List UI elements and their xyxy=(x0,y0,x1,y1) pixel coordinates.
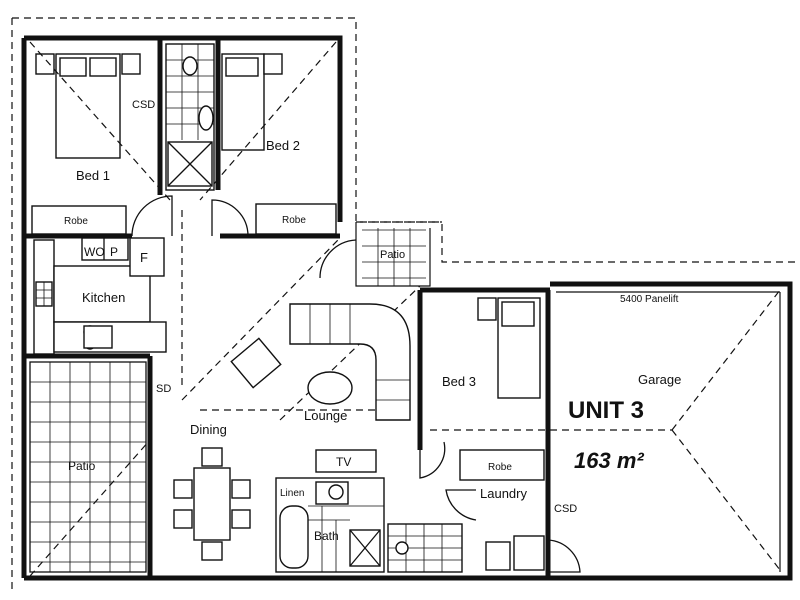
patio-small xyxy=(362,228,426,286)
door-laundry xyxy=(445,489,477,521)
label-bed1: Bed 1 xyxy=(76,168,110,183)
robe-bed2 xyxy=(255,203,337,235)
patio-tiles xyxy=(29,361,147,573)
bed-3 xyxy=(477,297,541,399)
bed-2 xyxy=(221,53,283,151)
label-bed2: Bed 2 xyxy=(266,138,300,153)
ceiling-line xyxy=(671,429,781,571)
label-kitchen: Kitchen xyxy=(82,290,125,305)
door-bed3 xyxy=(419,441,446,479)
wall-patio-small xyxy=(355,222,431,287)
label-linen: Linen xyxy=(280,488,304,499)
external-wall-bottom xyxy=(24,281,793,581)
label-bath: Bath xyxy=(314,529,339,543)
label-robe-bed2: Robe xyxy=(282,215,306,226)
lounge-sofa xyxy=(230,303,411,421)
label-panelift: 5400 Panelift xyxy=(620,294,679,305)
tv-cabinet xyxy=(315,449,377,473)
label-patio: Patio xyxy=(68,459,96,473)
external-wall xyxy=(24,35,343,222)
ceiling-line xyxy=(29,439,151,577)
label-sd: SD xyxy=(156,383,171,395)
label-patio-small: Patio xyxy=(380,249,405,261)
ceiling-line xyxy=(181,239,339,401)
door-bed1 xyxy=(131,195,173,237)
label-unit-area: 163 m² xyxy=(574,448,644,473)
label-bed3: Bed 3 xyxy=(442,374,476,389)
label-lounge: Lounge xyxy=(304,408,347,423)
ceiling-line xyxy=(199,41,337,201)
label-f: F xyxy=(140,250,148,265)
ensuite xyxy=(165,43,215,191)
label-robe-bed3: Robe xyxy=(488,462,512,473)
label-robe-bed1: Robe xyxy=(64,216,88,227)
robe-bed1 xyxy=(31,205,127,235)
dining-table xyxy=(173,447,251,561)
label-laundry: Laundry xyxy=(480,486,527,501)
door-bed2 xyxy=(211,199,249,237)
robe-bed3 xyxy=(459,449,545,481)
label-unit-name: UNIT 3 xyxy=(568,397,644,424)
bed-1 xyxy=(35,53,141,159)
door-garage xyxy=(547,539,581,573)
label-csd-laundry: CSD xyxy=(554,503,577,515)
label-csd-ensuite: CSD xyxy=(132,99,155,111)
laundry-fixtures xyxy=(387,523,545,573)
label-dining: Dining xyxy=(190,422,227,437)
kitchen xyxy=(33,237,167,355)
label-garage: Garage xyxy=(638,372,681,387)
ceiling-line xyxy=(671,289,781,431)
door-patio xyxy=(319,239,357,279)
ceiling-line xyxy=(279,285,421,421)
bathroom xyxy=(275,477,385,573)
label-wo: WO xyxy=(84,245,105,259)
label-p: P xyxy=(110,245,118,259)
label-tv: TV xyxy=(336,455,351,469)
